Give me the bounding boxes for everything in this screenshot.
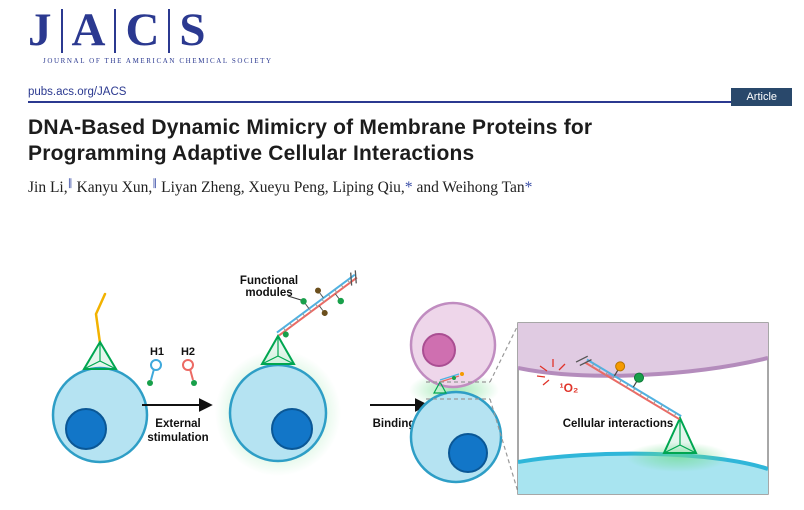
zoom-connector-line [489,324,519,383]
logo-divider-bar [168,9,171,53]
cell-nucleus [65,408,107,450]
anchor-strand-yellow [94,292,107,345]
logo-letter-s: S [179,4,206,56]
header-rule [28,101,792,103]
corresponding-author-mark: * [404,179,413,197]
target-cell-membrane [518,323,768,376]
zoom-connector-line [489,398,519,493]
cell-nucleus [271,408,313,450]
functional-module-orange [613,361,626,377]
author-name: Kanyu Xun, [72,179,153,197]
dna-duplex-extended [276,270,358,338]
dna-duplex-zoom [575,355,682,421]
author-name: Jin Li, [28,179,68,197]
journal-site-link[interactable]: pubs.acs.org/JACS [28,86,127,98]
graphical-abstract: H1 H2 External stimulation [51,270,769,495]
logo-divider-bar [60,9,63,53]
logo-letter-c: C [125,4,160,56]
cell-nucleus [448,433,488,473]
hairpin-h1-label: H1 [150,346,164,358]
logo-letter-a: A [71,4,106,56]
paper-title-line1: DNA-Based Dynamic Mimicry of Membrane Pr… [28,116,593,139]
functional-modules-label: modules [245,287,292,299]
label-pointer-line [287,295,302,301]
external-stimulation-label: stimulation [147,432,208,444]
journal-tagline: JOURNAL OF THE AMERICAN CHEMICAL SOCIETY [43,57,273,65]
paper-title-line2: Programming Adaptive Cellular Interactio… [28,142,475,165]
cell-body [228,363,328,463]
author-name: Liyan Zheng, Xueyu Peng, Liping Qiu, [157,179,405,197]
hairpin-h2-icon [182,359,197,386]
binding-step: Binding [370,398,429,430]
target-cell-nucleus [422,333,456,367]
mini-interface-structures [432,372,464,394]
hairpin-h1-icon [147,359,162,386]
binding-label: Binding [373,418,416,430]
cell-pair-bound [409,301,519,493]
jacs-logo: J A C S JOURNAL OF THE AMERICAN CHEMICAL… [28,6,273,65]
membrane-glow [626,442,730,472]
article-type-badge: Article [731,88,792,106]
strand-break-marks [350,270,357,286]
dna-tetrahedron-icon [662,415,698,454]
author-affiliation-mark: ∥ [67,178,73,189]
cell-activated: Functional modules [215,270,358,476]
singlet-oxygen-label: ¹O₂ [560,381,579,395]
logo-letter-j: J [28,4,52,56]
hairpin-h2-label: H2 [181,346,195,358]
functional-module-dots [300,287,344,317]
ros-spark-icon [536,359,566,386]
jacs-logo-letters: J A C S [28,6,273,54]
external-stimulation-label: External [155,418,200,430]
functional-modules-label: Functional [240,275,298,287]
functional-module-green [632,372,644,388]
author-list: Jin Li,∥ Kanyu Xun,∥ Liyan Zheng, Xueyu … [28,178,532,197]
cell-initial [51,292,149,464]
logo-divider-bar [114,9,117,53]
dna-tetrahedron-icon [260,333,296,365]
author-name: and Weihong Tan [412,179,525,197]
paper-title: DNA-Based Dynamic Mimicry of Membrane Pr… [28,115,592,167]
author-affiliation-mark: ∥ [152,178,158,189]
zoom-inset: ¹O₂ Cellular interactions [517,322,769,495]
cellular-interactions-label: Cellular interactions [563,418,674,430]
dna-tetrahedron-icon [82,340,118,370]
strand-break-marks [575,355,592,367]
stimulation-step: H1 H2 External stimulation [142,346,213,444]
corresponding-author-mark: * [524,179,533,197]
